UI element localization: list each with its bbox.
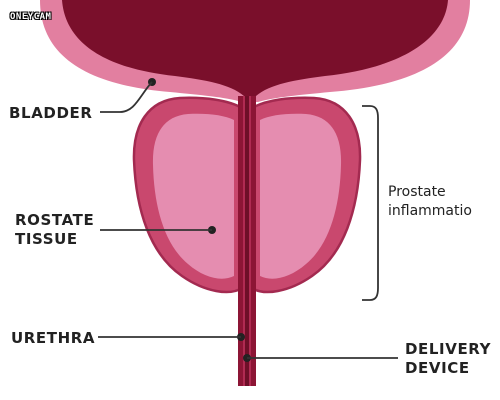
prostate-inflammation-label-line2: inflammatio (388, 202, 472, 219)
prostate-tissue-label-line2: TISSUE (15, 229, 78, 248)
urethra-label: URETHRA (11, 329, 96, 347)
delivery-device (245, 96, 249, 386)
prostate-inflammation-label-line1: Prostate (388, 184, 446, 200)
prostate-inflammation-label: Prostate inflammatio (388, 183, 472, 221)
prostate-tissue-label-line1: ROSTATE (15, 211, 95, 229)
prostate-left-lobe-inner (152, 113, 234, 279)
bladder-interior (62, 0, 448, 96)
watermark-logo: ONEYCAM (10, 12, 52, 22)
prostate-right-lobe-inner (260, 113, 342, 279)
prostate-tissue-label: ROSTATE TISSUE (15, 211, 94, 249)
bladder-leader-line (100, 81, 153, 113)
inflammation-bracket (362, 105, 379, 301)
delivery-device-label-line1: DELIVERY (405, 340, 492, 358)
bladder-label: BLADDER (9, 104, 93, 122)
delivery-device-label: DELIVERY DEVICE (405, 340, 491, 378)
delivery-device-label-line2: DEVICE (405, 358, 470, 377)
